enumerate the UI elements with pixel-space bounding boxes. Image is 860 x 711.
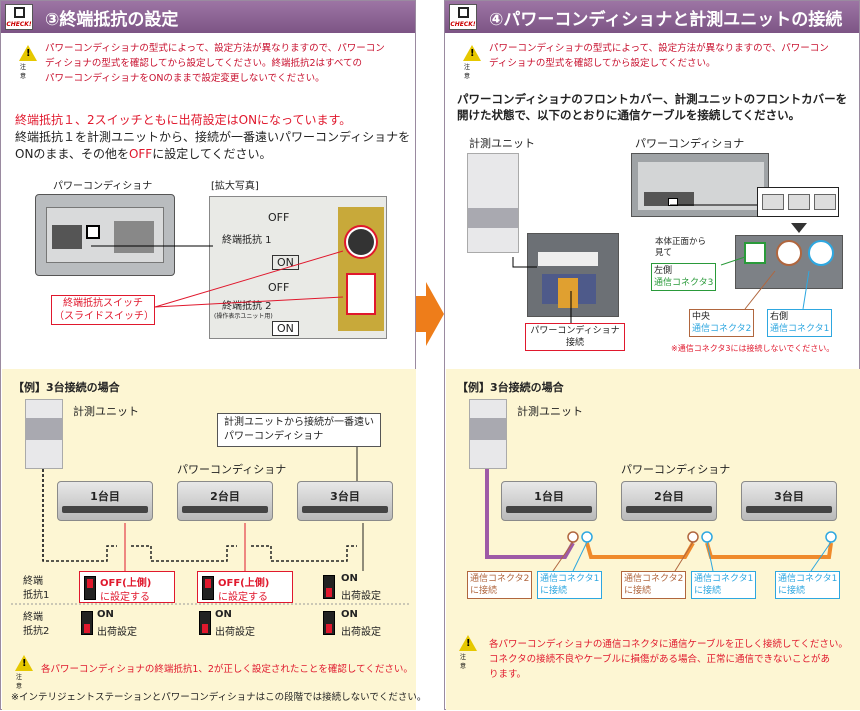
connector-closeup [757,187,839,217]
left-top-lines [91,245,344,308]
example-title: 【例】3台接続の場合 [457,381,564,394]
left-panel: CHECK! ③終端抵抗の設定 !注意 パワーコンディショナの型式によって、設定… [0,0,426,710]
connector-3-note: ※通信コネクタ3には接続しないでください。 [671,344,835,353]
farthest-callout: 計測ユニットから接続が一番遠い パワーコンディショナ [217,413,381,447]
terminal-photo [527,233,619,317]
pc-connect-label: パワーコンディショナ 接続 [525,323,625,351]
pc-unit: 1台目 [57,481,153,521]
meter-unit-photo [467,153,519,253]
pc-label: パワーコンディショナ [177,463,287,476]
connector-2-label: 中央通信コネクタ2 [689,309,755,337]
example-title: 【例】3台接続の場合 [13,381,120,394]
left-wiring [11,447,411,605]
switch-setting-2-2: ON 出荷設定 [199,607,289,639]
instruction-line: ONのまま、その他をOFFに設定してください。 [15,147,272,161]
section-header: CHECK! ④パワーコンディショナと計測ユニットの接続 [445,1,859,33]
pc-unit: 2台目 [177,481,273,521]
meter-unit-icon [469,399,507,469]
connector-1-label: 右側通信コネクタ1 [767,309,833,337]
section-title: ④パワーコンディショナと計測ユニットの接続 [489,10,843,30]
switch-setting-1-2: OFF(上側) に設定する [197,571,293,603]
zoom-photo: OFF 終端抵抗 1 ON OFF 終端抵抗 2 (操作表示ユニット用) ON [209,196,387,339]
right-wiring [485,469,837,572]
footnote: ※インテリジェントステーションとパワーコンディショナはこの段階では接続しないでく… [11,692,427,703]
right-panel: CHECK! ④パワーコンディショナと計測ユニットの接続 !注意 パワーコンディ… [444,0,860,710]
row-label-resistor1: 終端抵抗1 [23,576,50,601]
section-header: CHECK! ③終端抵抗の設定 [1,1,415,33]
meter-caption: 計測ユニット [469,137,535,150]
warning-text: パワーコンディショナの型式によって、設定方法が異なりますので、パワーコン ディシ… [489,43,829,69]
power-conditioner-photo [631,153,769,217]
right-top-lines [512,204,810,323]
bottom-warning: 各パワーコンディショナの終端抵抗1、2が正しく設定されたことを確認してください。 [41,664,413,675]
zoom-caption: [拡大写真] [211,181,259,192]
pc-unit: 3台目 [741,481,837,521]
check-badge: CHECK! [449,4,477,30]
switch-setting-1-3: ON 出荷設定 [323,571,403,603]
connector-3-label: 左側通信コネクタ3 [651,263,717,291]
pc-unit: 2台目 [621,481,717,521]
meter-unit-icon [25,399,63,469]
pc-unit: 1台目 [501,481,597,521]
switch-setting-1-1: OFF(上側) に設定する [79,571,175,603]
switch-setting-2-3: ON 出荷設定 [323,607,403,639]
row-label-resistor2: 終端抵抗2 [23,612,50,637]
photo-caption: パワーコンディショナ [53,181,153,192]
section-title: ③終端抵抗の設定 [45,10,179,30]
connector-photo [735,235,843,289]
intro-line: 開けた状態で、以下のとおりに通信ケーブルを接続してください。 [457,108,801,122]
front-view-note: 本体正面から見て [655,237,707,258]
example-area [446,369,860,710]
power-conditioner-photo [35,194,175,276]
pc-label: パワーコンディショナ [621,463,731,476]
bottom-warning: 各パワーコンディショナの通信コネクタに通信ケーブルを正しく接続してください。 コ… [489,639,848,680]
pc-caption: パワーコンディショナ [635,137,745,150]
switch-setting-2-1: ON 出荷設定 [81,607,171,639]
meter-unit-label: 計測ユニット [517,405,583,418]
intro-line: パワーコンディショナのフロントカバー、計測ユニットのフロントカバーを [457,92,848,106]
slide-switch-label: 終端抵抗スイッチ （スライドスイッチ） [51,295,155,325]
pc-unit: 3台目 [297,481,393,521]
check-badge: CHECK! [5,4,33,30]
warning-text: パワーコンディショナの型式によって、設定方法が異なりますので、パワーコン ディシ… [45,43,385,84]
meter-unit-label: 計測ユニット [73,405,139,418]
factory-note: 終端抵抗１、2スイッチともに出荷設定はONになっています。 [15,113,352,127]
instruction-line: 終端抵抗１を計測ユニットから、接続が一番遠いパワーコンディショナを [15,130,411,144]
